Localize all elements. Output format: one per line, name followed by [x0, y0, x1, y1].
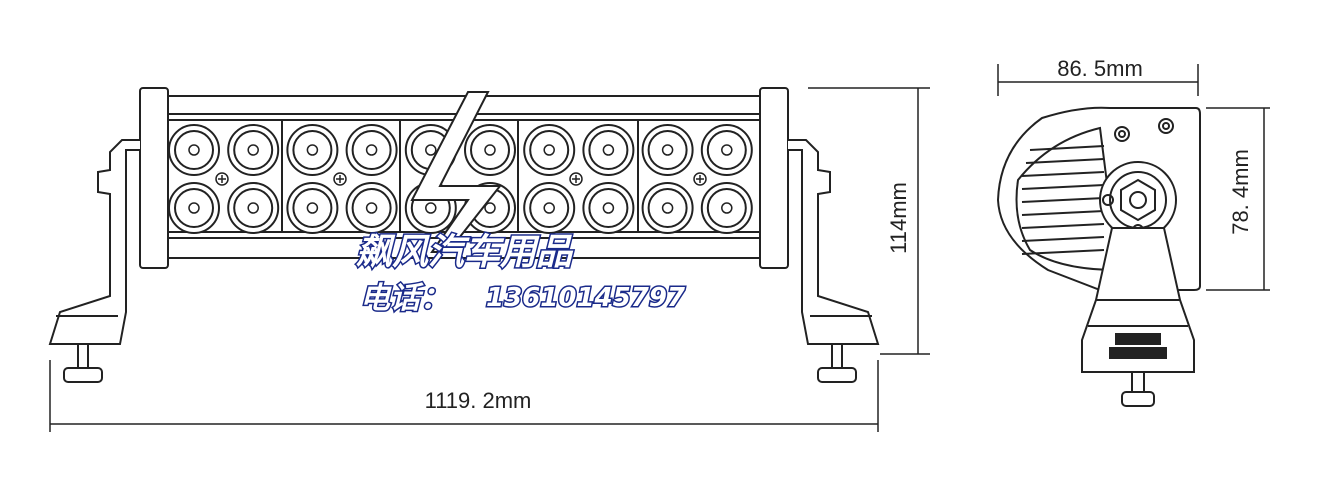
screw-top	[1114, 126, 1130, 142]
pivot-nut	[1120, 178, 1156, 222]
length-dimension	[49, 360, 879, 432]
led-lens	[700, 182, 753, 234]
right-bolt	[831, 343, 843, 369]
right-end-cap	[759, 87, 789, 269]
side-height-dimension	[1206, 107, 1270, 291]
led-lens	[168, 182, 220, 234]
left-nut	[63, 367, 103, 383]
left-bolt	[77, 343, 89, 369]
led-lens	[582, 182, 635, 234]
led-lens	[345, 124, 398, 176]
watermark-phone-label: 电话：	[360, 281, 450, 316]
led-lens	[168, 124, 220, 176]
screw-right	[1158, 118, 1174, 134]
led-lens	[227, 124, 280, 176]
right-mounting-bracket	[788, 139, 880, 383]
side-nut	[1121, 391, 1155, 407]
mount-screw	[215, 172, 229, 186]
side-view	[996, 106, 1201, 407]
led-lens	[523, 182, 576, 234]
led-lens	[286, 124, 339, 176]
watermark-shop-name: 飙风汽车用品	[356, 232, 574, 273]
led-lens	[345, 182, 398, 234]
front-view	[48, 87, 880, 383]
heat-sink-fin	[1021, 184, 1105, 190]
led-lens	[700, 124, 753, 176]
mount-screw	[569, 172, 583, 186]
length-label: 1119. 2mm	[425, 388, 532, 413]
mount-screw	[333, 172, 347, 186]
led-lens	[286, 182, 339, 234]
watermark-phone-number: 13610145797	[486, 283, 686, 313]
heat-sink-fin	[1021, 249, 1105, 255]
led-lens	[464, 124, 516, 176]
heat-sink-fin	[1021, 197, 1105, 203]
left-mounting-bracket	[48, 139, 140, 383]
segment-dividers	[281, 120, 639, 232]
right-nut	[817, 367, 857, 383]
led-lens	[227, 182, 280, 234]
side-height-label: 78. 4mm	[1228, 149, 1253, 235]
led-lens	[582, 124, 635, 176]
lightning-logo	[410, 91, 503, 253]
mount-screw	[693, 172, 707, 186]
heat-sink-fin	[1021, 223, 1105, 229]
heat-sink-fin	[1025, 158, 1105, 164]
height-label: 114mm	[886, 182, 911, 254]
heat-sink-fin	[1029, 145, 1105, 151]
depth-dimension	[997, 64, 1199, 96]
led-lens	[523, 124, 576, 176]
depth-label: 86. 5mm	[1057, 56, 1143, 81]
heat-sink-fins	[1021, 145, 1105, 255]
led-lens	[641, 182, 694, 234]
side-bolt	[1131, 371, 1145, 393]
heat-sink-fin	[1021, 210, 1105, 216]
heat-sink-fin	[1021, 236, 1105, 242]
left-end-cap	[139, 87, 169, 269]
heat-sink-fin	[1021, 171, 1105, 177]
led-grid	[168, 124, 753, 234]
height-dimension	[808, 87, 930, 355]
led-lens	[641, 124, 694, 176]
